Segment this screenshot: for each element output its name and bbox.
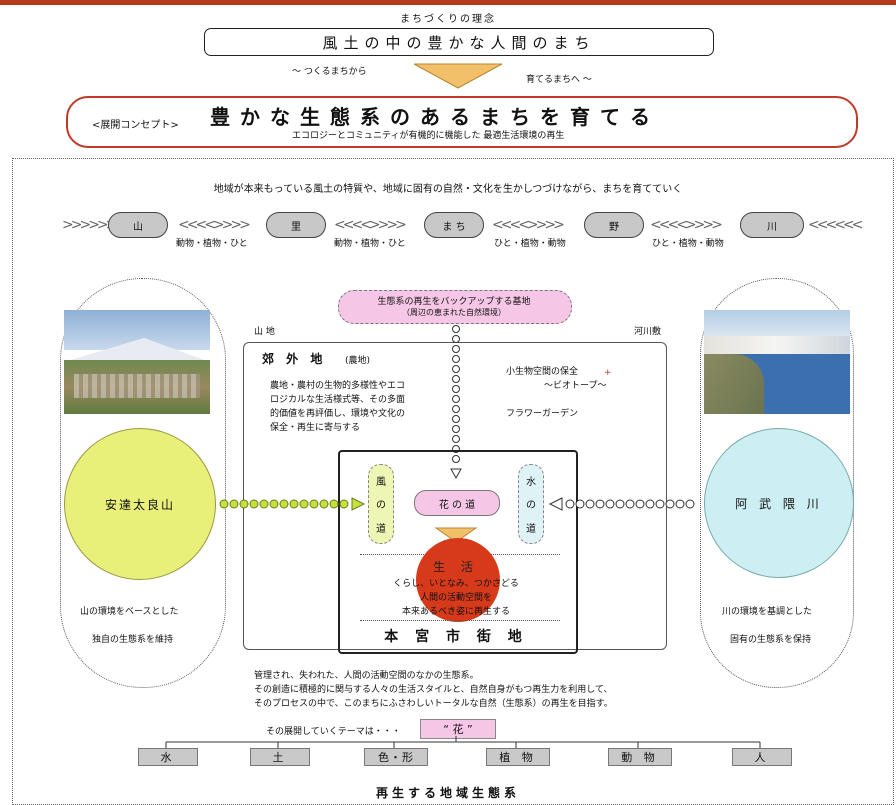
concept-frame xyxy=(66,96,858,148)
biotope-line1: 小生物空間の保全 xyxy=(506,367,579,377)
town-frame xyxy=(338,450,578,654)
suburb-title: 郊 外 地 xyxy=(262,352,327,366)
chain-chevrons-6: <<<<<< xyxy=(808,217,863,233)
right-dot-chain xyxy=(548,497,695,511)
chain-node-village: 里 xyxy=(266,212,326,238)
chain-node-town: ま ち xyxy=(424,212,484,238)
water-road: 水 の 道 xyxy=(518,464,544,544)
chain-link-2: 動物・植物・ひと xyxy=(334,239,406,249)
chain-link-1: 動物・植物・ひと xyxy=(176,239,248,249)
life-circle xyxy=(416,538,500,622)
summary-line-1: 管理され、失われた、人間の活動空間のなかの生態系。 xyxy=(254,671,479,681)
district-label: 本 宮 市 街 地 xyxy=(384,629,528,645)
element-color-shape: 色・形 xyxy=(364,748,428,766)
chain-chevrons-5: <<<<>>>> xyxy=(650,217,723,233)
philosophy-heading: まちづくりの理念 xyxy=(400,14,496,25)
theme-tree-lines xyxy=(165,736,761,750)
flower-garden-label: フラワーガーデン xyxy=(506,409,579,419)
biotope-line2: ～ビオトープ～ xyxy=(544,381,607,391)
mountain-desc-2: 独自の生態系を維持 xyxy=(92,635,174,645)
element-animals: 動 物 xyxy=(608,748,672,766)
flower-road: 花 の 道 xyxy=(414,490,500,516)
element-water: 水 xyxy=(138,748,198,766)
river-circle: 阿 武 隈 川 xyxy=(704,428,854,578)
suburb-desc-3: 的価値を再評価し、環境や文化の xyxy=(270,409,406,419)
river-photo xyxy=(704,310,850,414)
wind-road-char-2: の xyxy=(376,500,386,512)
backup-title: 生態系の再生をバックアップする基地 xyxy=(377,297,531,307)
footer-title: 再生する地域生態系 xyxy=(375,786,520,800)
mountain-area-label: 山 地 xyxy=(254,327,275,337)
suburb-desc-2: ロジカルな生活様式等、その多面 xyxy=(270,395,406,405)
element-people: 人 xyxy=(732,748,792,766)
backup-subtitle: （周辺の恵まれた自然環境） xyxy=(402,308,506,317)
summary-line-3: そのプロセスの中で、このまちにふさわしいトータルな自然（生態系）の再生を目指す。 xyxy=(254,699,613,709)
chain-node-river: 川 xyxy=(740,212,804,238)
chain-node-mountain: 山 xyxy=(108,212,168,238)
chain-link-4: ひと・植物・動物 xyxy=(652,239,724,249)
chain-chevrons-3: <<<<>>>> xyxy=(334,217,407,233)
river-desc-1: 川の環境を基調とした xyxy=(722,607,813,617)
concept-subtitle: エコロジーとコミュニティが有機的に機能した 最適生活環境の再生 xyxy=(292,131,565,141)
wind-road-char-3: 道 xyxy=(376,523,386,535)
theme-word: “ 花 ” xyxy=(420,719,496,739)
flower-arrow xyxy=(434,527,478,543)
from-text: ～ つくるまちから xyxy=(292,67,367,77)
water-road-char-3: 道 xyxy=(526,523,536,535)
suburb-desc-4: 保全・再生に寄与する xyxy=(270,423,361,433)
summary-line-2: その創造に積極的に関与する人々の生活スタイルと、自然自身がもつ再生力を利用して、 xyxy=(254,685,613,695)
life-divider-bottom xyxy=(360,620,560,621)
concept-label: <展開コンセプト> xyxy=(92,120,179,131)
element-soil: 土 xyxy=(250,748,310,766)
life-line-2: 人間の活動空間を xyxy=(419,593,492,603)
mountain-panel xyxy=(60,278,226,688)
wind-road-char-1: 風 xyxy=(376,477,386,489)
mountain-photo xyxy=(64,310,210,414)
suburb-title-suffix: (農地) xyxy=(345,356,371,366)
chain-node-field: 野 xyxy=(584,212,644,238)
transition-arrow xyxy=(413,63,503,89)
wind-road: 風 の 道 xyxy=(368,464,394,544)
river-area-label: 河川敷 xyxy=(634,327,662,337)
theme-lead: その展開していくテーマは・・・ xyxy=(266,727,401,737)
suburb-desc-1: 農地・農村の生物的多様性やエコ xyxy=(270,381,406,391)
water-road-char-1: 水 xyxy=(526,477,536,489)
life-line-3: 本来あるべき姿に再生する xyxy=(401,607,510,617)
water-road-char-2: の xyxy=(526,500,536,512)
river-desc-2: 固有の生態系を保持 xyxy=(730,635,812,645)
life-title: 生 活 xyxy=(433,560,479,574)
biotope-marker: + xyxy=(604,368,612,378)
left-dot-chain xyxy=(219,497,366,511)
intro-text: 地域が本来もっている風土の特質や、地域に固有の自然・文化を生かしつづけながら、ま… xyxy=(213,184,683,195)
top-accent-bar xyxy=(0,0,896,5)
mountain-circle: 安達太良山 xyxy=(64,428,216,580)
backup-base xyxy=(338,290,572,324)
mountain-desc-1: 山の環境をベースとした xyxy=(80,607,179,617)
element-plants: 植 物 xyxy=(486,748,550,766)
concept-title: 豊かな生態系のあるまちを育てる xyxy=(210,105,660,129)
chain-link-3: ひと・植物・動物 xyxy=(494,239,566,249)
chain-chevrons-2: <<<<>>>> xyxy=(178,217,251,233)
chain-chevrons-4: <<<<>>>> xyxy=(492,217,565,233)
vertical-dot-chain xyxy=(450,325,462,480)
philosophy-title: 風土の中の豊かな人間のまち xyxy=(204,28,714,56)
river-panel xyxy=(700,278,854,688)
to-text: 育てるまちへ ～ xyxy=(526,75,592,85)
life-line-1: くらし、いとなみ、つかさどる xyxy=(393,579,519,589)
